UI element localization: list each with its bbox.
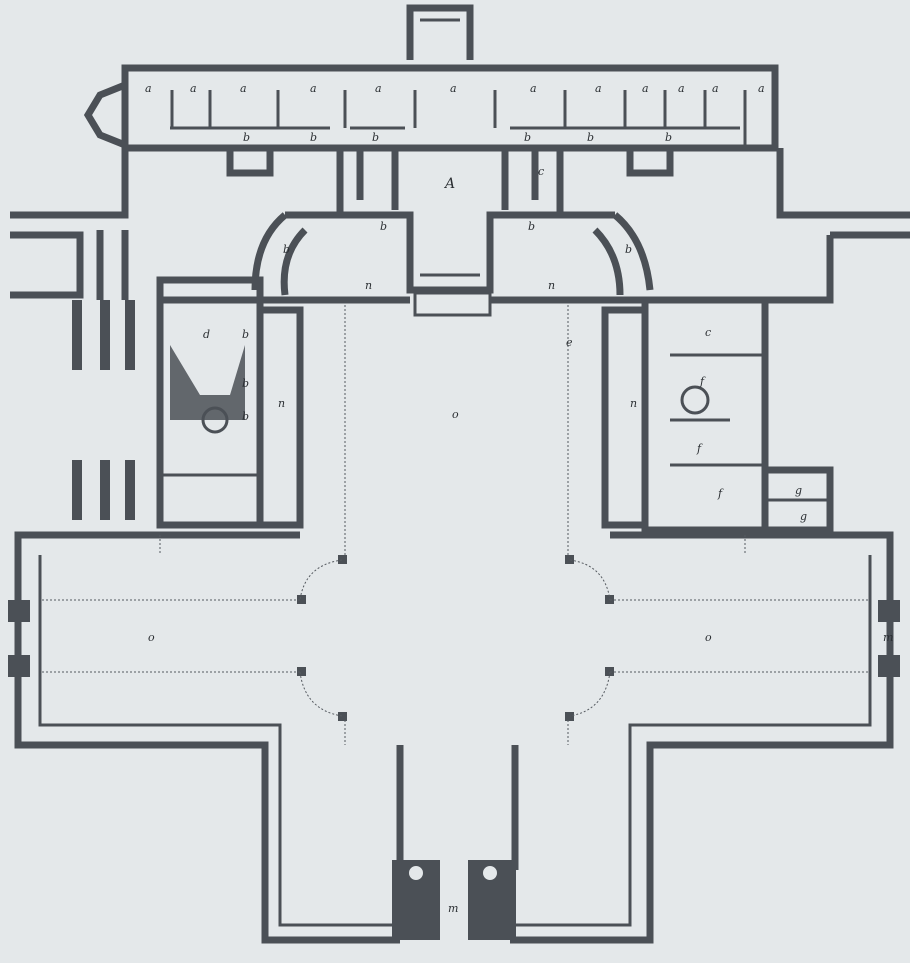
apse bbox=[83, 81, 127, 149]
label-c: c bbox=[705, 326, 711, 339]
label-a: a bbox=[712, 82, 719, 95]
label-a: a bbox=[375, 82, 382, 95]
label-b: b bbox=[283, 243, 290, 256]
label-b: b bbox=[310, 131, 317, 144]
dotted-lines bbox=[40, 305, 870, 745]
label-d: d bbox=[203, 328, 210, 341]
label-b: b bbox=[665, 131, 672, 144]
label-a: a bbox=[758, 82, 765, 95]
label-n: n bbox=[548, 279, 555, 292]
label-o: o bbox=[452, 408, 459, 421]
north-portico bbox=[406, 4, 474, 60]
label-a: a bbox=[595, 82, 602, 95]
north-range bbox=[121, 64, 779, 152]
label-m: m bbox=[448, 902, 458, 915]
label-a: a bbox=[310, 82, 317, 95]
label-n: n bbox=[278, 397, 285, 410]
label-b: b bbox=[528, 220, 535, 233]
label-m: m bbox=[883, 631, 893, 644]
label-a: a bbox=[240, 82, 247, 95]
label-a: a bbox=[190, 82, 197, 95]
label-a: a bbox=[145, 82, 152, 95]
label-n: n bbox=[365, 279, 372, 292]
label-b: b bbox=[524, 131, 531, 144]
label-b: b bbox=[242, 410, 249, 423]
label-e: e bbox=[566, 336, 573, 349]
label-g: g bbox=[795, 484, 802, 497]
label-b: b bbox=[380, 220, 387, 233]
label-a: a bbox=[530, 82, 537, 95]
walls bbox=[8, 4, 910, 944]
label-g: g bbox=[800, 510, 807, 523]
label-f: f bbox=[699, 375, 706, 388]
label-f: f bbox=[696, 442, 703, 455]
label-b: b bbox=[625, 243, 632, 256]
label-b: b bbox=[372, 131, 379, 144]
label-b: b bbox=[587, 131, 594, 144]
room-labels: a a a a a a a a a a a a b b b b b b A c … bbox=[145, 82, 893, 915]
label-f: f bbox=[717, 487, 724, 500]
label-n: n bbox=[630, 397, 637, 410]
label-a: a bbox=[678, 82, 685, 95]
label-A: A bbox=[443, 176, 455, 192]
label-o: o bbox=[705, 631, 712, 644]
label-o: o bbox=[148, 631, 155, 644]
label-a: a bbox=[450, 82, 457, 95]
label-b: b bbox=[242, 328, 249, 341]
label-c: c bbox=[538, 165, 544, 178]
label-a: a bbox=[642, 82, 649, 95]
label-b: b bbox=[242, 377, 249, 390]
label-b: b bbox=[243, 131, 250, 144]
